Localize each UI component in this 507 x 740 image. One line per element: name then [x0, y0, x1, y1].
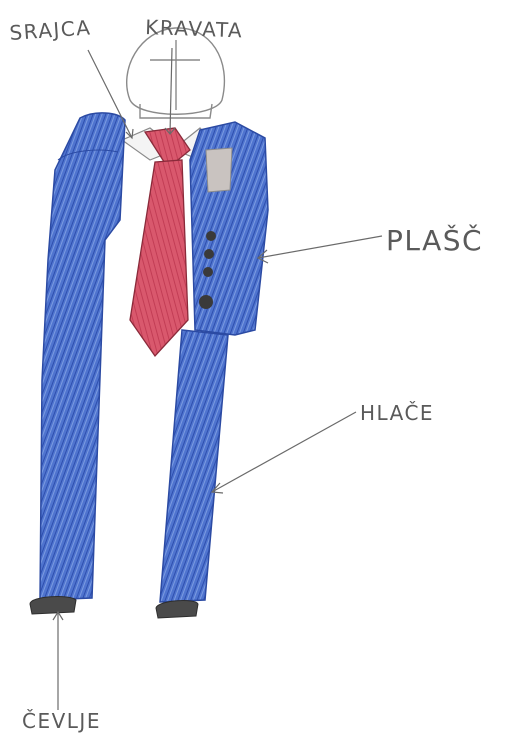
- head: [127, 28, 225, 118]
- right-trouser-leg: [160, 330, 228, 602]
- button: [206, 231, 216, 241]
- left-shoe: [30, 597, 76, 614]
- label-tie: KRAVATA: [145, 15, 244, 42]
- right-shoe: [156, 601, 198, 618]
- label-coat: PLAŠČ: [386, 223, 483, 257]
- button: [204, 249, 214, 259]
- tie-arrow: [170, 48, 172, 134]
- label-shoes: ČEVLJE: [22, 709, 101, 733]
- left-suit-side: [40, 113, 125, 600]
- coat-arrow: [258, 236, 382, 258]
- label-shirt: SRAJCA: [9, 15, 92, 45]
- button: [203, 267, 213, 277]
- button: [199, 295, 213, 309]
- trousers-arrow: [212, 412, 356, 492]
- tie: [130, 128, 190, 356]
- label-trousers: HLAČE: [360, 401, 434, 425]
- pocket-square: [206, 148, 232, 192]
